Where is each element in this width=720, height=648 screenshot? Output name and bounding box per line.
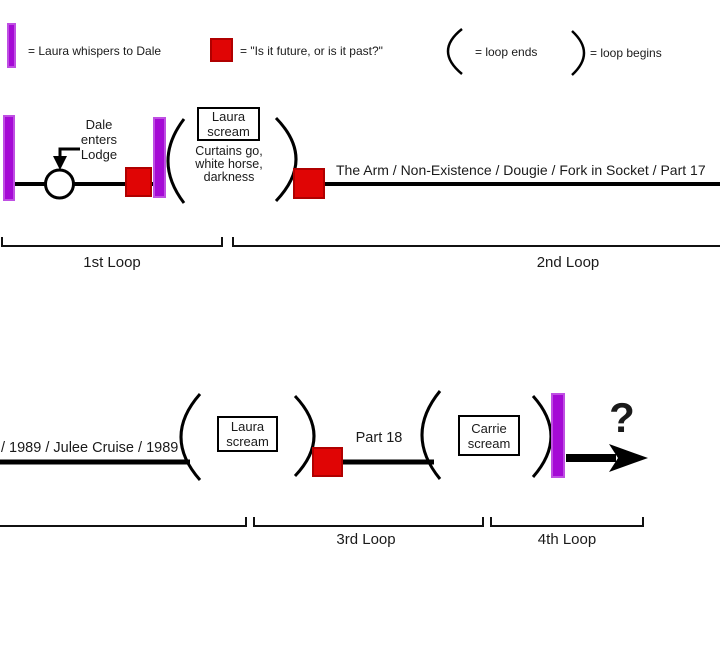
loop-end-paren-icon	[420, 390, 442, 480]
carrie-scream-box: Carrie scream	[458, 415, 520, 456]
legend-future-past-label: = "Is it future, or is it past?"	[240, 44, 383, 58]
loop-begin-paren-icon	[531, 394, 553, 478]
legend-laura-whispers-bar-icon	[7, 23, 16, 68]
loop3-label: 3rd Loop	[336, 531, 396, 548]
curtains-note-label: Curtains go, white horse, darkness	[195, 144, 263, 184]
laura-scream-box: Laura scream	[197, 107, 260, 141]
loop2-bracket	[232, 237, 720, 247]
legend-loop-begin-paren-icon	[571, 30, 586, 76]
loop2-label: 2nd Loop	[536, 254, 600, 271]
legend-loop-ends-label: = loop ends	[475, 45, 538, 59]
laura-whispers-bar-icon	[551, 393, 565, 478]
arm-sequence-label: The Arm / Non-Existence / Dougie / Fork …	[336, 162, 706, 178]
legend-loop-end-paren-icon	[446, 28, 463, 75]
legend-loop-begins-label: = loop begins	[590, 46, 662, 60]
future-past-square-icon	[312, 447, 343, 477]
julee-cruise-label: / 1989 / Julee Cruise / 1989	[1, 440, 179, 456]
laura-whispers-bar-icon	[3, 115, 15, 201]
laura-whispers-bar-icon	[153, 117, 166, 198]
future-past-square-icon	[293, 168, 325, 199]
future-arrowhead-icon	[609, 444, 648, 472]
legend-laura-whispers-label: = Laura whispers to Dale	[28, 44, 162, 58]
unknown-question-mark: ?	[609, 394, 635, 441]
part18-label: Part 18	[355, 430, 403, 446]
loop2-bracket-continuation	[0, 517, 247, 527]
dale-enters-lodge-label: Dale enters Lodge	[80, 117, 118, 162]
legend-future-past-square-icon	[210, 38, 233, 62]
loop1-label: 1st Loop	[83, 254, 141, 271]
loop3-bracket	[253, 517, 484, 527]
dale-enters-lodge-circle	[44, 168, 75, 200]
loop4-bracket	[490, 517, 644, 527]
loop4-label: 4th Loop	[537, 531, 597, 548]
dale-arrowhead-icon	[53, 156, 67, 170]
future-past-square-icon	[125, 167, 152, 197]
loop-end-paren-icon	[166, 118, 186, 204]
laura-scream-box: Laura scream	[217, 416, 278, 452]
loop1-bracket	[1, 237, 223, 247]
loop-end-paren-icon	[179, 393, 202, 481]
